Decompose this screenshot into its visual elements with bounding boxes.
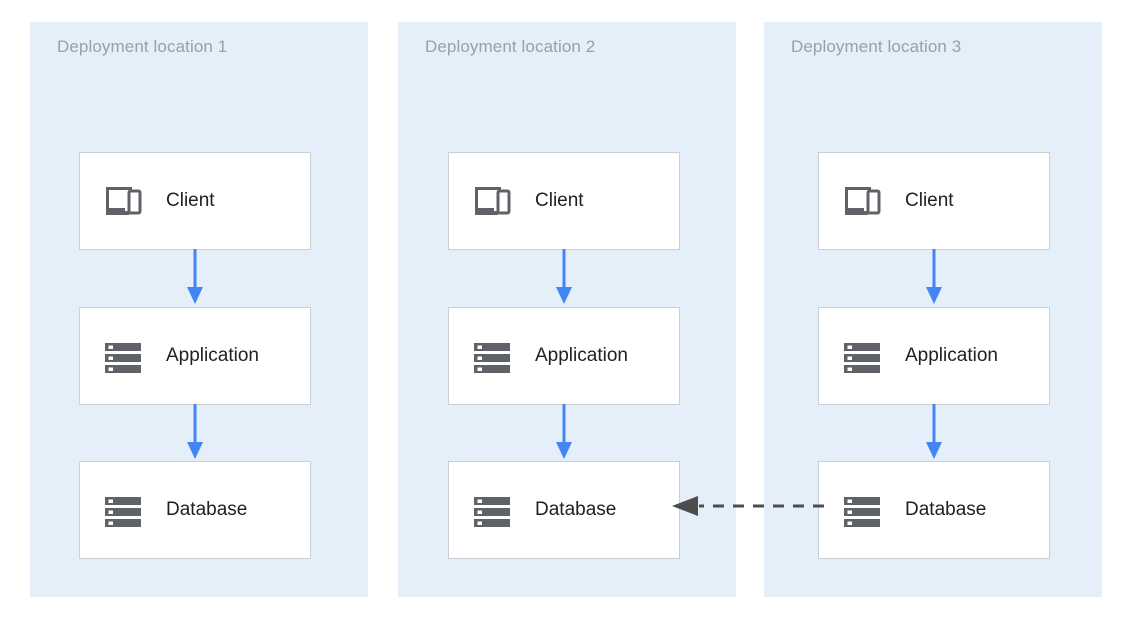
node-database-1[interactable]: Database [79, 461, 311, 559]
connector-client-2-to-application-2 [554, 249, 574, 305]
devices-icon [102, 180, 144, 222]
node-label: Application [905, 345, 998, 366]
connector-database-3-to-database-2-replication [672, 495, 824, 517]
node-application-2[interactable]: Application [448, 307, 680, 405]
server-rack-icon [471, 335, 513, 377]
node-label: Application [166, 345, 259, 366]
node-label: Database [535, 499, 617, 520]
server-rack-icon [102, 335, 144, 377]
node-label: Client [535, 190, 584, 211]
server-rack-icon [841, 335, 883, 377]
server-rack-icon [841, 489, 883, 531]
node-label: Database [166, 499, 248, 520]
node-label: Client [905, 190, 954, 211]
node-application-1[interactable]: Application [79, 307, 311, 405]
zone-2-title: Deployment location 2 [425, 37, 596, 56]
connector-application-3-to-database-3 [924, 404, 944, 460]
node-client-1[interactable]: Client [79, 152, 311, 250]
node-label: Application [535, 345, 628, 366]
connector-client-1-to-application-1 [185, 249, 205, 305]
connector-application-1-to-database-1 [185, 404, 205, 460]
node-database-3[interactable]: Database [818, 461, 1050, 559]
devices-icon [471, 180, 513, 222]
connector-application-2-to-database-2 [554, 404, 574, 460]
connector-client-3-to-application-3 [924, 249, 944, 305]
node-client-2[interactable]: Client [448, 152, 680, 250]
node-label: Client [166, 190, 215, 211]
node-database-2[interactable]: Database [448, 461, 680, 559]
server-rack-icon [102, 489, 144, 531]
node-label: Database [905, 499, 987, 520]
server-rack-icon [471, 489, 513, 531]
devices-icon [841, 180, 883, 222]
zone-3-title: Deployment location 3 [791, 37, 962, 56]
node-application-3[interactable]: Application [818, 307, 1050, 405]
node-client-3[interactable]: Client [818, 152, 1050, 250]
zone-1-title: Deployment location 1 [57, 37, 228, 56]
